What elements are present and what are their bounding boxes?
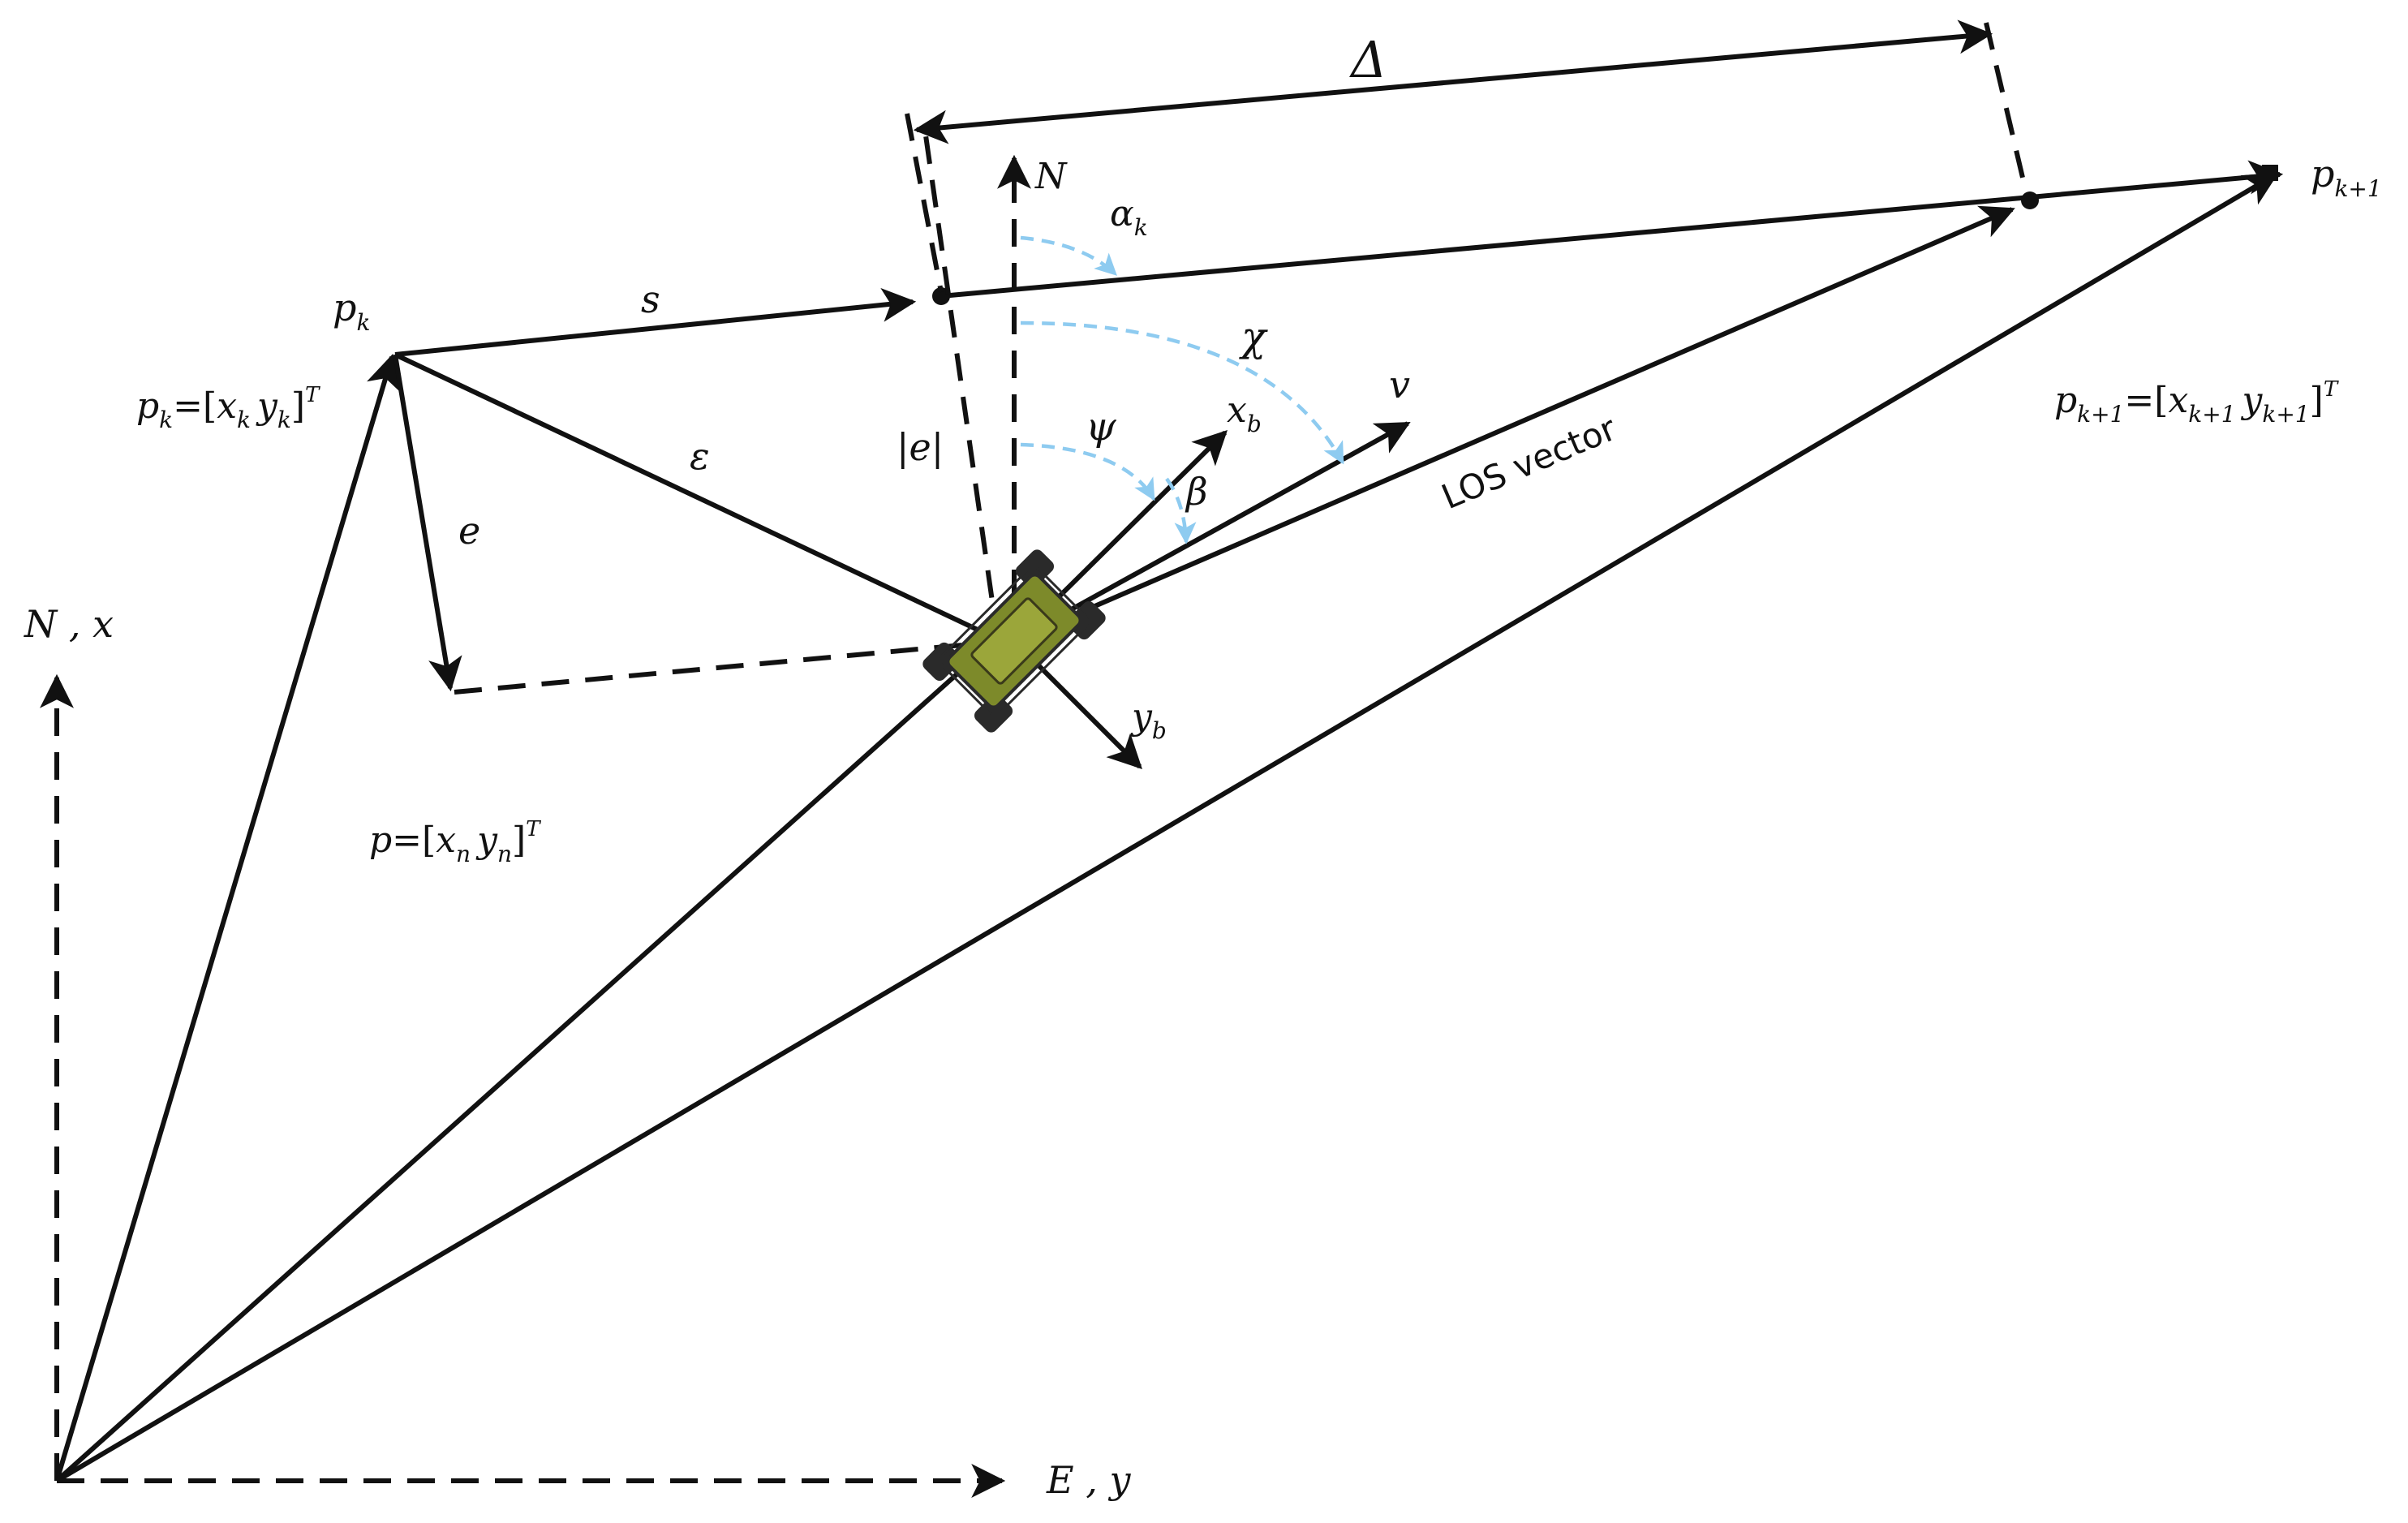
label-e: e [458, 509, 480, 553]
error-vector-epsilon [393, 352, 1012, 647]
lookahead-point [2021, 191, 2039, 209]
arc-alpha-k [1020, 235, 1117, 276]
label-yb: yb [1130, 696, 1167, 744]
label-north-local: N [1034, 156, 1068, 197]
path-segment-s [394, 287, 917, 357]
label-xb: xb [1227, 389, 1262, 437]
error-vector-e [393, 354, 462, 692]
delta-dimension-arrow [913, 19, 1993, 144]
los-vector [1013, 205, 2015, 643]
label-pk1: pk+1 [2311, 152, 2382, 202]
path-segment-ahead [940, 160, 2284, 299]
label-beta: β [1185, 470, 1208, 514]
vector-origin-to-vehicle [54, 639, 997, 1483]
label-chi: χ [1239, 313, 1268, 360]
cross-track-dashed [454, 639, 1007, 695]
label-axis-east: E , y [1046, 1458, 1131, 1502]
arc-psi [1020, 442, 1155, 501]
label-s: s [641, 277, 660, 321]
rover-vehicle-icon [922, 549, 1106, 733]
label-alpha-k: αk [1110, 193, 1148, 241]
waypoint-pk1-marker [2262, 165, 2278, 181]
normal-dashed-to-path [922, 129, 1000, 642]
label-pk: pk [333, 286, 370, 336]
label-abs-e: |e| [897, 425, 944, 469]
arc-beta [1165, 477, 1197, 544]
arc-chi [1020, 321, 1344, 465]
label-psi: ψ [1086, 404, 1117, 450]
label-epsilon: ε [690, 434, 710, 478]
delta-dashed-right [1984, 22, 2029, 196]
label-delta: Δ [1349, 30, 1387, 89]
label-axis-north: N , x [24, 602, 114, 646]
label-v: v [1389, 363, 1410, 407]
label-los-vector: LOS vector [1436, 408, 1623, 518]
delta-dashed-left [905, 113, 944, 293]
vector-origin-to-pk [54, 353, 400, 1482]
vector-origin-to-pk1 [55, 172, 2279, 1483]
